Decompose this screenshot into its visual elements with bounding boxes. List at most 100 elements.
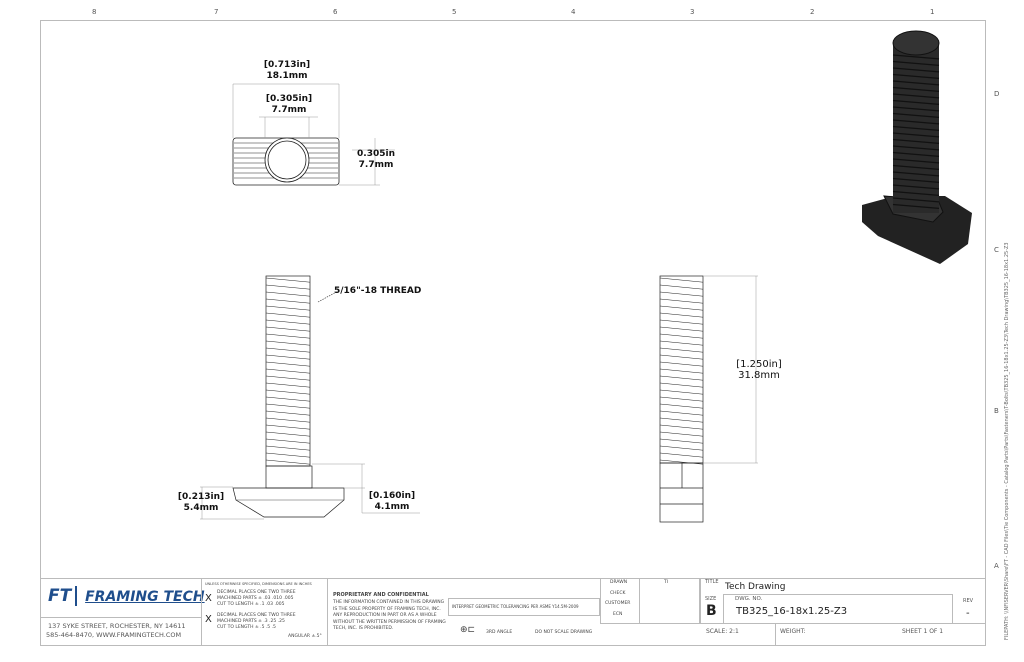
sheet-size: B (706, 603, 717, 619)
thread-line (265, 445, 311, 451)
zone-label: 3 (690, 8, 695, 16)
thread-line (265, 333, 311, 339)
dim-top-width: [0.713in]18.1mm (262, 60, 312, 82)
tolerance-check-2[interactable]: X (205, 614, 212, 625)
projection-label: 3RD ANGLE (486, 630, 513, 635)
tolerance-line: CUT TO LENGTH ± .5 .5 .5 (217, 625, 276, 630)
ecn-label: ECN (613, 612, 623, 617)
tolerance-line: DECIMAL PLACES ONE TWO THREE (217, 590, 296, 595)
thread-line (892, 86, 940, 92)
tolerance-line: MACHINED PARTS ± .3 .25 .25 (217, 619, 285, 624)
dim-inch: [0.160in] (368, 491, 416, 501)
drawn-value: TI (664, 580, 669, 585)
tolerance-header: UNLESS OTHERWISE SPECIFIED, DIMENSIONS A… (205, 582, 312, 586)
dim-inch: [0.713in] (263, 60, 311, 70)
thread-line (265, 368, 311, 374)
thread-line (659, 361, 704, 367)
thread-line (659, 431, 704, 437)
thread-line (659, 354, 704, 360)
thread-line (659, 298, 704, 304)
no-scale-note: DO NOT SCALE DRAWING (535, 630, 593, 635)
front-view (200, 275, 420, 520)
zone-label: 4 (571, 8, 576, 16)
thread-line (659, 445, 704, 451)
dim-head-height: [0.213in]5.4mm (176, 492, 226, 514)
proprietary-text: THE INFORMATION CONTAINED IN THIS DRAWIN… (333, 600, 446, 631)
thread-line (659, 403, 704, 409)
dim-top-hole: [0.305in]7.7mm (264, 94, 314, 116)
thread-line (265, 410, 311, 416)
thread-line (265, 452, 311, 458)
thread-line (659, 277, 704, 283)
customer-label: CUSTOMER (605, 601, 631, 606)
thread-line (659, 389, 704, 395)
thread-line (892, 132, 940, 138)
side-view (659, 275, 758, 523)
thread-line (892, 112, 940, 118)
thread-line (265, 396, 311, 402)
dim-mm: 18.1mm (266, 71, 308, 81)
tolerance-check-1[interactable]: X (205, 593, 212, 604)
thread-line (265, 284, 311, 290)
dim-neck: [0.160in]4.1mm (366, 491, 418, 513)
dim-inch: [1.250in] (736, 359, 782, 370)
thread-line (659, 312, 704, 318)
thread-line (265, 340, 311, 346)
thread-line (659, 396, 704, 402)
dim-mm: 31.8mm (738, 370, 780, 381)
thread-line (659, 438, 704, 444)
thread-line (659, 382, 704, 388)
zone-label: 2 (810, 8, 815, 16)
thread-line (659, 347, 704, 353)
thread-line (892, 171, 940, 177)
zone-label: D (994, 90, 1000, 98)
zone-label: B (994, 407, 999, 415)
title-label: TITLE (705, 579, 719, 585)
thread-line (892, 203, 940, 209)
check-label: CHECK (610, 591, 626, 596)
dim-mm: 4.1mm (374, 502, 410, 512)
zone-label: C (994, 246, 999, 254)
thread-line (892, 80, 940, 86)
thread-line (265, 431, 311, 437)
thread-line (265, 417, 311, 423)
thread-line (265, 305, 311, 311)
thread-line (659, 459, 704, 465)
thread-line (659, 340, 704, 346)
revision: - (966, 608, 970, 619)
thread-line (265, 312, 311, 318)
zone-label: 8 (92, 8, 97, 16)
thread-line (892, 99, 940, 105)
thread-line (892, 106, 940, 112)
thread-callout: 5/16"-18 THREAD (334, 286, 422, 296)
top-view (232, 83, 395, 186)
rev-label: REV (963, 598, 974, 604)
dim-thread-length: [1.250in]31.8mm (732, 359, 786, 381)
company-contact: 585-464-8470, WWW.FRAMINGTECH.COM (46, 631, 182, 639)
thread-line (659, 319, 704, 325)
dim-mm: 7.7mm (358, 160, 394, 170)
thread-line (265, 277, 311, 283)
thread-line (265, 354, 311, 360)
zone-label: 5 (452, 8, 457, 16)
dwg-number: TB325_16-18x1.25-Z3 (736, 606, 848, 617)
dim-inch: [0.213in] (177, 492, 225, 502)
scale: SCALE: 2:1 (706, 628, 739, 635)
thread-line (659, 305, 704, 311)
thread-line (659, 333, 704, 339)
thread-line (659, 291, 704, 297)
dim-mm: 7.7mm (271, 105, 307, 115)
thread-line (892, 125, 940, 131)
thread-line (265, 438, 311, 444)
thread-line (265, 459, 311, 465)
sheet-number: SHEET 1 OF 1 (902, 628, 944, 635)
zone-label: 6 (333, 8, 338, 16)
tolerance-line: MACHINED PARTS ± .03 .010 .005 (217, 596, 294, 601)
thread-line (265, 389, 311, 395)
thread-line (892, 60, 940, 66)
company-logo: FT FRAMING TECH (48, 586, 205, 606)
zone-label: 7 (214, 8, 219, 16)
zone-label: 1 (930, 8, 935, 16)
thread-line (659, 375, 704, 381)
